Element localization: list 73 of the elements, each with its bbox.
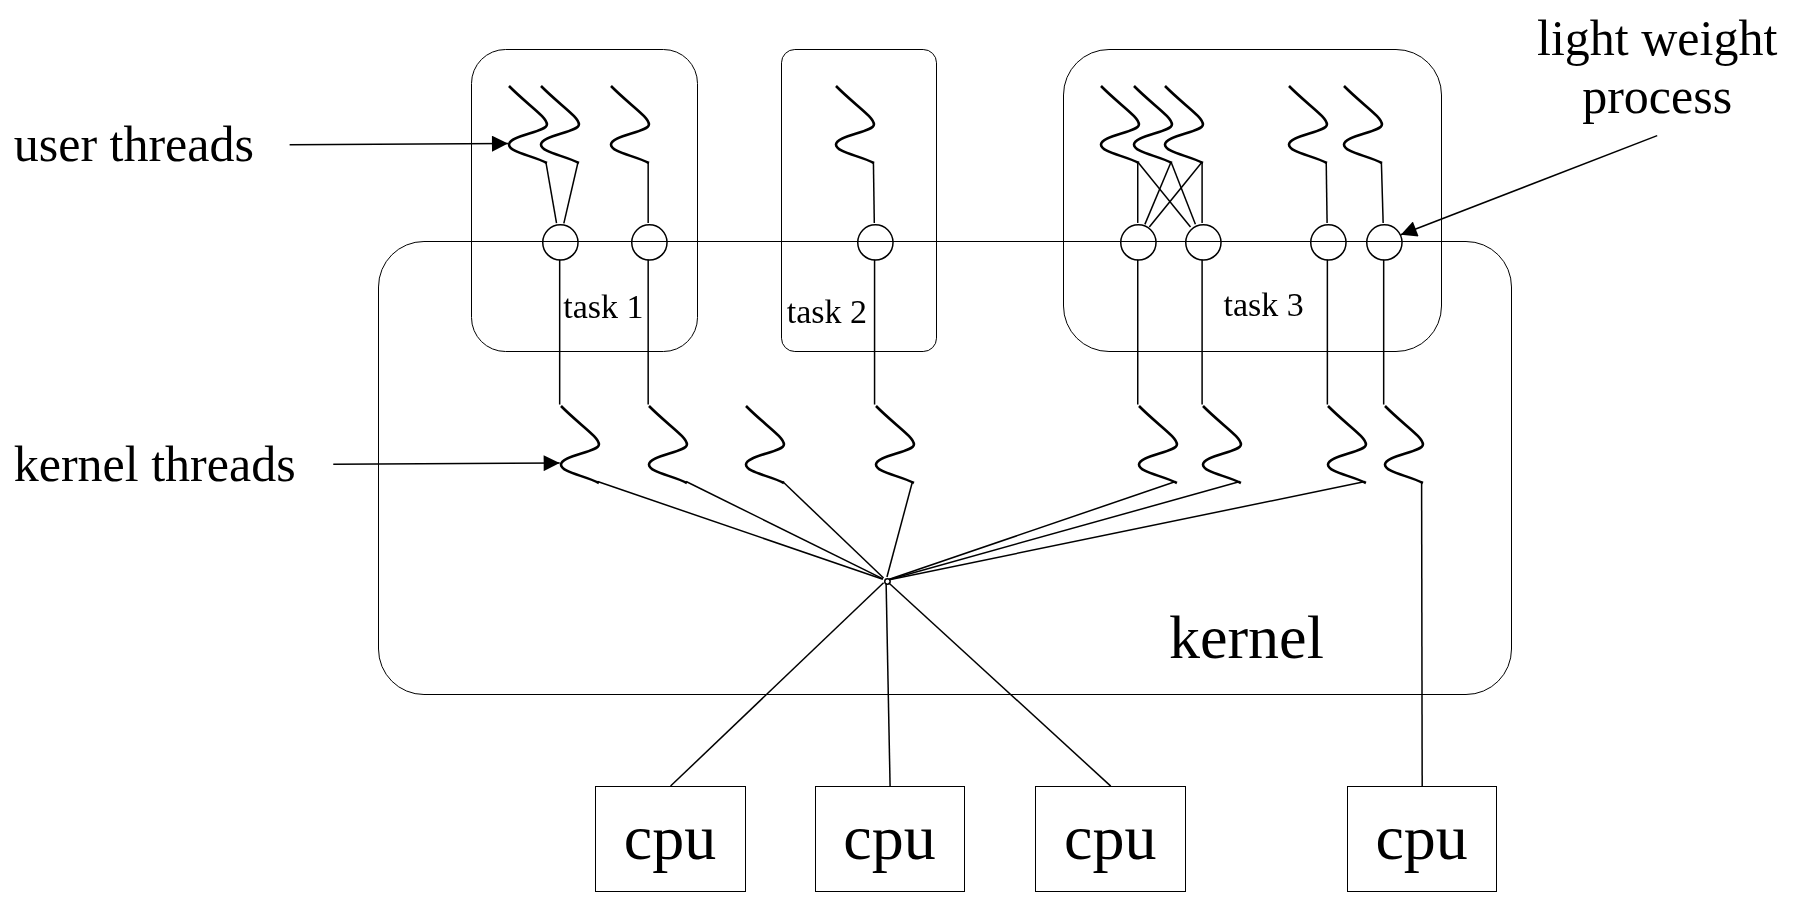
lwp-circle	[1366, 223, 1404, 261]
thread-squiggle	[1289, 86, 1328, 163]
lwp-circle	[630, 223, 668, 261]
kernel-box	[378, 241, 1513, 696]
connector-line	[1144, 161, 1172, 226]
cpu-box	[1035, 786, 1186, 892]
connector-line	[781, 480, 885, 579]
connector-line	[873, 259, 876, 406]
thread-squiggle	[508, 86, 547, 163]
cpu-label: cpu	[1064, 803, 1157, 874]
connector-line	[1137, 161, 1192, 228]
lwp-circle	[542, 223, 580, 261]
cpu-box	[1346, 786, 1498, 892]
cpu-box	[814, 786, 966, 892]
annotation-label: kernel threads	[13, 432, 334, 497]
annotation-label: user threads	[13, 112, 290, 177]
task-label: task 2	[786, 293, 868, 331]
thread-squiggle	[1138, 405, 1177, 483]
connector-line	[1326, 259, 1329, 406]
connector-line	[563, 161, 579, 225]
arrow	[288, 135, 509, 152]
cpu-label: cpu	[1375, 803, 1468, 874]
thread-squiggle	[1165, 86, 1204, 163]
connector-line	[1170, 161, 1197, 225]
connector-line	[887, 581, 1112, 787]
annotation-label: light weight process	[1517, 0, 1798, 136]
connector-line	[872, 161, 876, 224]
connector-line	[669, 582, 885, 787]
thread-squiggle	[1203, 405, 1241, 483]
lwp-circle	[857, 223, 894, 261]
lwp-circle	[1120, 223, 1158, 261]
thread-squiggle	[611, 86, 650, 163]
lwp-circle	[1309, 223, 1347, 261]
kernel-label: kernel	[1168, 603, 1324, 672]
connector-line	[545, 161, 558, 224]
task-box	[1063, 49, 1443, 352]
task-box	[471, 49, 698, 352]
task-label: task 1	[563, 288, 644, 327]
thread-squiggle	[1384, 405, 1423, 483]
connector-line	[685, 480, 884, 580]
connector-line	[1137, 161, 1139, 224]
task-box	[781, 49, 937, 352]
cpu-label: cpu	[623, 803, 717, 874]
connector-line	[1201, 161, 1203, 224]
connector-line	[1325, 161, 1328, 224]
thread-squiggle	[836, 86, 875, 163]
task-label: task 3	[1223, 286, 1304, 324]
thread-squiggle	[875, 405, 914, 483]
cpu-box	[595, 786, 746, 892]
connector-line	[596, 480, 884, 580]
thread-squiggle	[1134, 86, 1173, 163]
cpu-label: cpu	[843, 803, 936, 874]
connector-line	[1382, 259, 1385, 406]
thread-squiggle	[1328, 405, 1367, 483]
connector-line	[647, 259, 649, 406]
thread-squiggle	[560, 405, 599, 483]
connector-line	[1380, 161, 1384, 224]
lwp-circle	[1184, 223, 1222, 261]
connector-line	[886, 480, 914, 578]
connector-line	[1148, 161, 1203, 228]
thread-squiggle	[1344, 86, 1383, 163]
thread-squiggle	[745, 405, 784, 483]
connector-line	[647, 161, 649, 224]
connector-line	[1137, 259, 1139, 406]
arrow	[332, 455, 561, 472]
thread-squiggle	[541, 86, 580, 163]
connector-line	[885, 583, 891, 787]
connector-line	[1201, 259, 1203, 406]
arrow	[1400, 134, 1658, 237]
connector-line	[558, 259, 561, 406]
thread-squiggle	[649, 405, 688, 483]
thread-squiggle	[1100, 86, 1139, 163]
junction-dot	[883, 577, 891, 585]
